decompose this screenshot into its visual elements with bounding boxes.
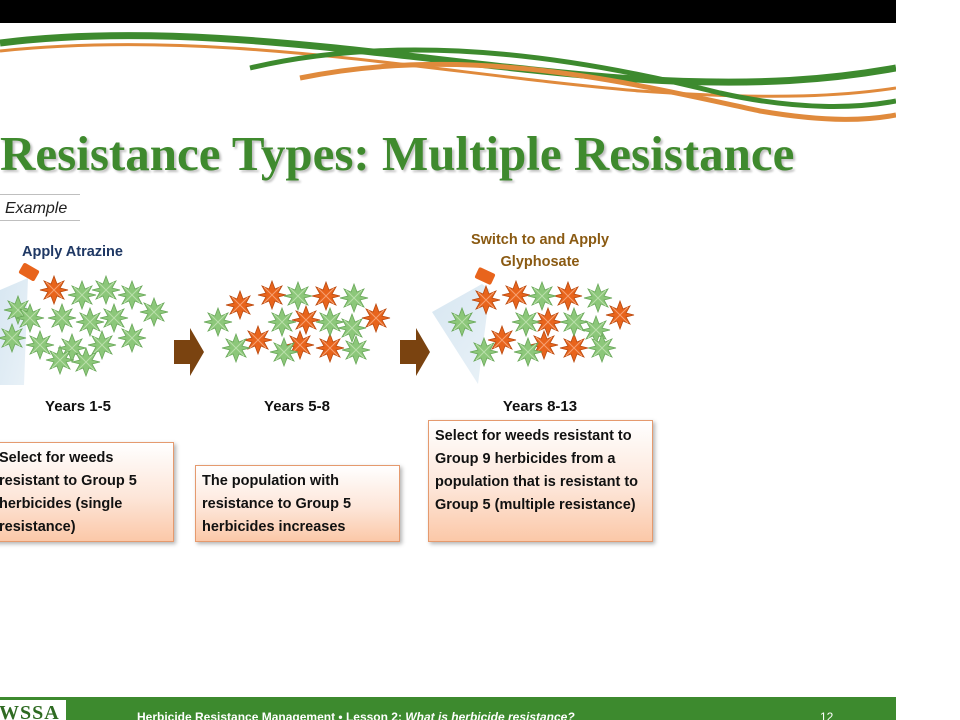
apply-atrazine-label: Apply Atrazine [22,244,123,260]
years-8-13-label: Years 8-13 [502,398,578,415]
right-arrow-icon [400,328,430,376]
slide-title: Resistance Types: Multiple Resistance [0,126,795,181]
footer-bar: WSSA Herbicide Resistance Management • L… [0,697,896,720]
decorative-swoosh [0,32,896,122]
step-3-description: Select for weeds resistant to Group 9 he… [428,420,653,542]
top-black-bar [0,0,896,23]
switch-glyphosate-line2: Glyphosate [500,254,580,270]
wssa-logo: WSSA [0,700,66,720]
footer-lesson-title: What is herbicide resistance? [405,710,575,720]
spray-nozzle-icon [18,263,40,281]
footer-course-title: Herbicide Resistance Management • Lesson… [137,710,406,720]
weed-group-2 [203,280,391,367]
right-arrow-icon [174,328,204,376]
step-2-description: The population with resistance to Group … [195,465,400,542]
spray-nozzle-icon [474,267,496,285]
years-1-5-label: Years 1-5 [45,398,111,415]
step-1-description: Select for weeds resistant to Group 5 he… [0,442,174,542]
footer-course-text: Herbicide Resistance Management • Lesson… [137,710,575,720]
switch-glyphosate-line1: Switch to and Apply [470,232,610,248]
example-label: Example [0,194,80,221]
page-number: 12 [820,710,834,720]
weed-illustration [0,263,635,385]
years-5-8-label: Years 5-8 [264,398,330,415]
right-margin [896,0,960,720]
switch-glyphosate-label: Switch to and Apply Glyphosate [440,229,640,273]
